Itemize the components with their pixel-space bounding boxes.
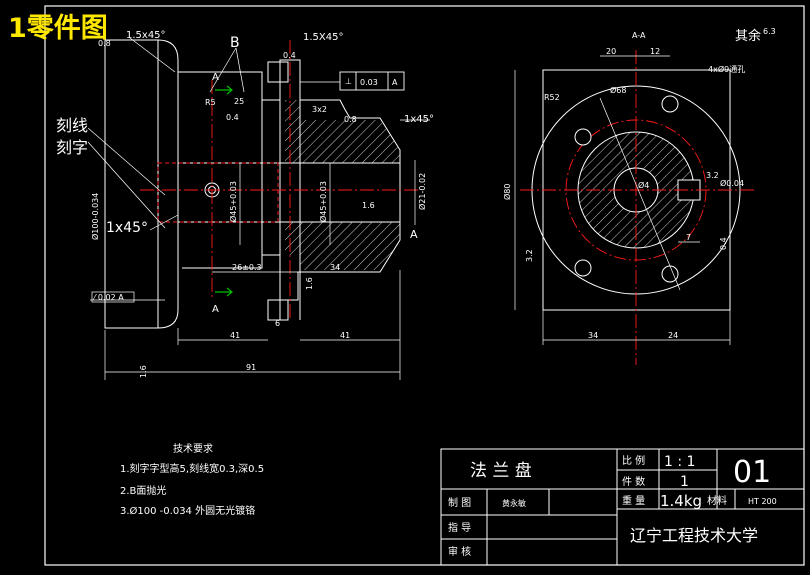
roughness-c: 0.8 [344, 115, 357, 124]
scale-label: 比 例 [622, 454, 645, 467]
dim-3x2: 3x2 [312, 105, 327, 114]
roughness-right-a: 3.2 [706, 171, 719, 180]
front-centerlines [140, 40, 420, 320]
dim-6: 6 [275, 319, 280, 328]
tolerance-value: 0.03 [360, 78, 378, 87]
chamfer-left: 1x45° [106, 220, 148, 236]
section-arrow-top [215, 85, 233, 95]
side-centerlines [520, 50, 755, 365]
material-value: HT 200 [748, 497, 777, 506]
diameter-right: Ø21-0.02 [417, 173, 427, 210]
roughness-b: 0.4 [226, 113, 239, 122]
qty-value: 1 [680, 474, 689, 490]
front-dims [87, 37, 430, 380]
rest-roughness-value: 6.3 [763, 27, 776, 36]
chamfer-right: 1x45° [404, 114, 434, 125]
dim-68: Ø68 [610, 85, 626, 95]
bolt-holes [574, 95, 679, 283]
dim-r52: R52 [544, 93, 560, 102]
holes-note: 4xØ9通孔 [708, 64, 745, 74]
dim-20: 20 [606, 47, 616, 56]
part-name: 法 兰 盘 [470, 461, 532, 481]
dim-1-6-bottom: 1.6 [139, 365, 148, 378]
section-label: A-A [632, 31, 646, 40]
hatch-top [300, 120, 400, 163]
perp-symbol: ⊥ [345, 77, 352, 86]
tech-item-3: 3.Ø100 -0.034 外圆无光镀铬 [120, 504, 255, 517]
dim-64: Ø4 [638, 180, 649, 190]
top-tab [267, 61, 289, 83]
drawing-frame [44, 5, 805, 566]
hatch-top-neck [285, 100, 300, 163]
note-scribe-line: 刻线 [56, 116, 88, 135]
chamfer-top-left: 1.5x45° [126, 30, 166, 41]
hidden-bore [157, 162, 279, 223]
dim-1-6-vertical: 1.6 [305, 277, 314, 290]
dim-41-right: 41 [340, 331, 350, 340]
diameter-outer: Ø100-0.034 [90, 193, 100, 240]
title-block-grid [440, 448, 805, 566]
roughness-left: 3.2 [525, 249, 534, 262]
dim-26: 26±0.3 [232, 263, 262, 272]
material-label: 材料 [707, 494, 727, 507]
radius-r5: R5 [205, 98, 216, 107]
weight-value: 1.4kg [660, 492, 702, 510]
dim-91: 91 [246, 363, 256, 372]
section-a-top: A [212, 72, 219, 83]
left-flange-outline [104, 39, 179, 329]
roughness-a: 0.4 [283, 51, 296, 60]
dim-7: 7 [686, 233, 691, 242]
section-a-bottom: A [212, 304, 219, 315]
note-engrave: 刻字 [56, 138, 88, 157]
bottom-tab [267, 299, 289, 321]
datum-box-left-text: ⁄ 0.02 A [92, 293, 124, 302]
dim-25: 25 [234, 97, 244, 106]
roughness-right-b: Ø0.04 [720, 178, 744, 188]
dim-04: 0.4 [719, 237, 728, 250]
guide-label: 指 导 [448, 521, 471, 534]
dim-24: 24 [668, 331, 678, 340]
diameter-bore-1: Ø45+0.03 [228, 181, 238, 222]
dim-12: 12 [650, 47, 660, 56]
datum-box-left [91, 291, 135, 303]
side-dims [514, 55, 731, 345]
tolerance-datum: A [392, 78, 398, 87]
drawn-name: 黄永敏 [502, 498, 526, 508]
dim-34: 34 [588, 331, 598, 340]
dim-41-left: 41 [230, 331, 240, 340]
hatch-bottom-neck [285, 222, 300, 255]
tolerance-frame [339, 71, 405, 91]
dim-34: 34 [330, 263, 340, 272]
hatch-bottom [300, 222, 400, 270]
tech-heading: 技术要求 [173, 442, 213, 455]
rest-roughness: 其余 [735, 28, 761, 44]
tech-requirements: 技术要求 1.刻字字型高5,刻线宽0.3,深0.5 2.B面抛光 3.Ø100 … [120, 442, 264, 517]
review-label: 审 核 [448, 545, 471, 558]
tech-item-2: 2.B面抛光 [120, 484, 166, 497]
title-tag: 1零件图 [8, 13, 108, 44]
datum-a-flag: A [410, 228, 418, 241]
datum-b: B [230, 35, 240, 51]
chamfer-top-mid: 1.5X45° [303, 32, 343, 43]
qty-label: 件 数 [622, 475, 645, 488]
dim-80: Ø80 [502, 184, 512, 200]
drawn-label: 制 图 [448, 496, 471, 509]
hub-outline [178, 59, 401, 301]
roughness-top-left: 0.8 [98, 39, 111, 48]
section-arrow-bottom [215, 287, 233, 297]
tech-item-1: 1.刻字字型高5,刻线宽0.3,深0.5 [120, 462, 264, 475]
roughness-d: 1.6 [362, 201, 375, 210]
diameter-bore-2: Ø45+0.03 [318, 181, 328, 222]
school-name: 辽宁工程技术大学 [630, 526, 758, 545]
scale-value: 1 : 1 [664, 454, 695, 470]
weight-label: 重 量 [622, 494, 645, 507]
drawing-no: 01 [733, 455, 771, 490]
